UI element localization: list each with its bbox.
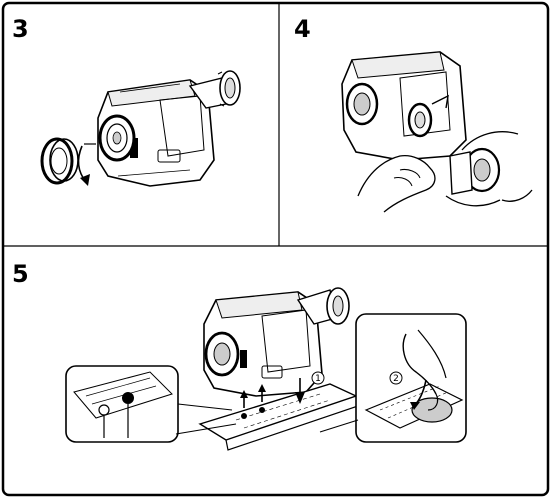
attach-arrows-5 — [240, 378, 305, 408]
marker-2-label: 2 — [393, 374, 399, 384]
camcorder-body-4 — [341, 51, 467, 161]
hand-left-4 — [357, 154, 436, 213]
inset-detail-right — [319, 313, 467, 443]
hand-right-4 — [445, 131, 533, 207]
lens-front-3 — [98, 114, 136, 162]
step-number-3: 3 — [12, 15, 29, 43]
panel-4-illustration — [341, 51, 533, 213]
eyecup-dial-4 — [407, 94, 449, 138]
panel-3-illustration — [40, 70, 241, 187]
viewfinder-5 — [296, 287, 350, 325]
marker-1-label: 1 — [315, 374, 321, 384]
panel-5-illustration: 1 2 — [65, 287, 467, 451]
step-number-4: 4 — [294, 15, 311, 43]
remove-arrow-3 — [77, 143, 96, 186]
lens-hood-ring — [40, 137, 79, 185]
step-number-5: 5 — [12, 260, 29, 288]
marker-1: 1 — [311, 371, 325, 385]
viewfinder-3 — [188, 70, 241, 109]
camcorder-body-3 — [97, 79, 215, 187]
camcorder-body-5 — [203, 291, 323, 397]
eyecup-removed — [449, 147, 501, 195]
marker-2: 2 — [389, 371, 403, 385]
inset-detail-left — [65, 365, 237, 443]
